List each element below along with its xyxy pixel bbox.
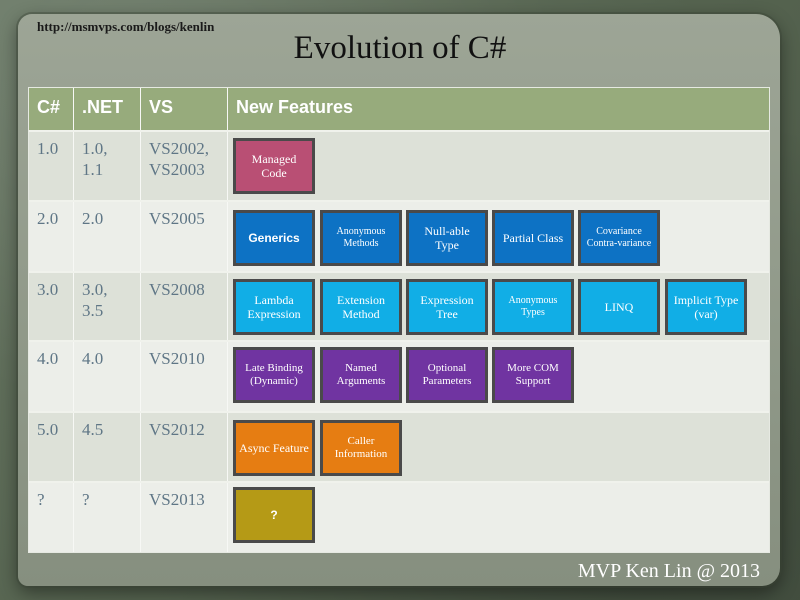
csharp-version: 1.0: [29, 132, 74, 200]
feature-caller-information: Caller Information: [320, 420, 402, 476]
feature-named-arguments: Named Arguments: [320, 347, 402, 403]
csharp-version: 2.0: [29, 202, 74, 271]
feature-extension-method: Extension Method: [320, 279, 402, 335]
csharp-version: 3.0: [29, 273, 74, 340]
blog-url: http://msmvps.com/blogs/kenlin: [37, 19, 215, 34]
footer-credit: MVP Ken Lin @ 2013: [577, 560, 760, 582]
table-row: 3.0 3.0, 3.5 VS2008 Lambda Expression Ex…: [29, 273, 769, 342]
features-cell: Late Binding (Dynamic) Named Arguments O…: [228, 342, 769, 411]
net-version: 3.0, 3.5: [74, 273, 141, 340]
feature-partial-class: Partial Class: [492, 210, 574, 266]
page-title: Evolution of C#: [293, 30, 507, 66]
features-cell: Generics Anonymous Methods Null-able Typ…: [228, 202, 769, 271]
table-row: 4.0 4.0 VS2010 Late Binding (Dynamic) Na…: [29, 342, 769, 413]
net-version: 4.5: [74, 413, 141, 481]
feature-expression-tree: Expression Tree: [406, 279, 488, 335]
net-version: 4.0: [74, 342, 141, 411]
feature-async: Async Feature: [233, 420, 315, 476]
feature-anonymous-methods: Anonymous Methods: [320, 210, 402, 266]
vs-version: VS2005: [141, 202, 228, 271]
features-cell: ?: [228, 483, 769, 552]
csharp-version: ?: [29, 483, 74, 552]
vs-version: VS2012: [141, 413, 228, 481]
features-cell: Async Feature Caller Information: [228, 413, 769, 481]
table-row: ? ? VS2013 ?: [29, 483, 769, 552]
feature-anonymous-types: Anonymous Types: [492, 279, 574, 335]
csharp-version: 4.0: [29, 342, 74, 411]
feature-unknown: ?: [233, 487, 315, 543]
csharp-version: 5.0: [29, 413, 74, 481]
header-new-features: New Features: [236, 97, 354, 117]
table-row: 1.0 1.0, 1.1 VS2002, VS2003 Managed Code: [29, 132, 769, 202]
header-net: .NET: [74, 88, 141, 130]
feature-optional-parameters: Optional Parameters: [406, 347, 488, 403]
vs-version: VS2013: [141, 483, 228, 552]
features-cell: Lambda Expression Extension Method Expre…: [228, 273, 769, 340]
feature-managed-code: Managed Code: [233, 138, 315, 194]
feature-covariance: Covariance Contra-variance: [578, 210, 660, 266]
net-version: 2.0: [74, 202, 141, 271]
feature-implicit-type: Implicit Type (var): [665, 279, 747, 335]
table-row: 5.0 4.5 VS2012 Async Feature Caller Info…: [29, 413, 769, 483]
features-cell: Managed Code: [228, 132, 769, 200]
evolution-table: C# .NET VS New Features 1.0 1.0, 1.1 VS2…: [28, 87, 770, 553]
header-vs: VS: [141, 88, 228, 130]
vs-version: VS2002, VS2003: [141, 132, 228, 200]
net-version: ?: [74, 483, 141, 552]
feature-linq: LINQ: [578, 279, 660, 335]
table-row: 2.0 2.0 VS2005 Generics Anonymous Method…: [29, 202, 769, 273]
feature-lambda-expression: Lambda Expression: [233, 279, 315, 335]
vs-version: VS2008: [141, 273, 228, 340]
feature-late-binding: Late Binding (Dynamic): [233, 347, 315, 403]
table-header-row: C# .NET VS New Features: [29, 88, 769, 132]
feature-generics: Generics: [233, 210, 315, 266]
feature-nullable-type: Null-able Type: [406, 210, 488, 266]
header-csharp: C#: [29, 88, 74, 130]
net-version: 1.0, 1.1: [74, 132, 141, 200]
vs-version: VS2010: [141, 342, 228, 411]
feature-more-com-support: More COM Support: [492, 347, 574, 403]
